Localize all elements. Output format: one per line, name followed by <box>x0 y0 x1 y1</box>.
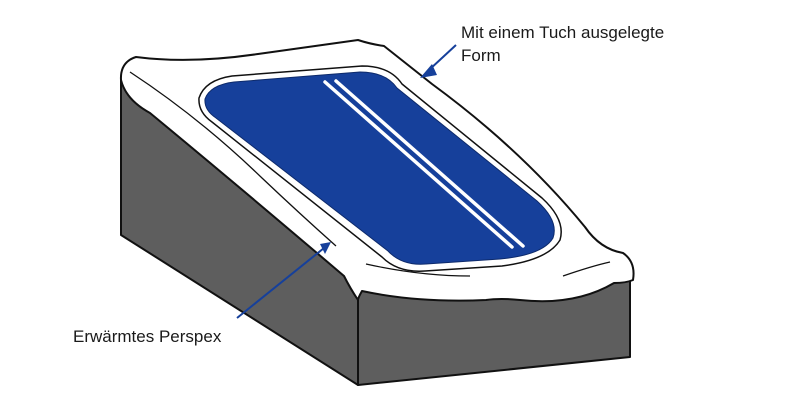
arrow-head-icon <box>420 64 437 78</box>
label-cloth-lined-mould-line1: Mit einem Tuch ausgelegte <box>461 23 665 42</box>
leader-line-perspex <box>236 247 325 319</box>
perspex-stripe <box>334 79 525 248</box>
label-cloth-lined-mould-line2: Form <box>461 46 501 65</box>
label-cloth-lined-mould: Mit einem Tuch ausgelegte Form <box>461 21 664 67</box>
arrow-head-icon <box>320 242 331 254</box>
perspex-sheet <box>204 71 555 265</box>
perspex-stripe <box>323 80 514 249</box>
cloth-fold-line <box>562 261 611 277</box>
label-heated-perspex: Erwärmtes Perspex <box>73 327 222 346</box>
leader-line-cloth-mould <box>428 44 457 71</box>
cloth-fold-line <box>129 71 337 247</box>
cloth-fold-line <box>365 263 471 277</box>
